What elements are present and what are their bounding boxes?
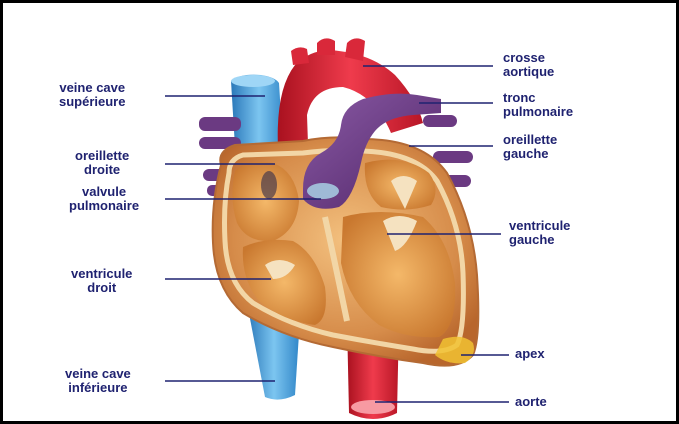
label-line: gauche	[509, 232, 555, 247]
label-line: aorte	[515, 394, 547, 409]
label-line: droit	[87, 280, 117, 295]
septum-shape	[322, 216, 350, 322]
label-oreillette-droite: oreillette droite	[75, 149, 129, 177]
label-crosse-aortique: crosse aortique	[503, 51, 554, 79]
leader-lines	[165, 65, 509, 403]
label-veine-cave-inferieure: veine cave inférieure	[65, 367, 131, 395]
label-tronc-pulmonaire: tronc pulmonaire	[503, 91, 573, 119]
label-line: crosse	[503, 50, 545, 65]
label-line: ventricule	[71, 266, 133, 281]
label-line: oreillette	[75, 148, 130, 163]
label-line: aortique	[503, 64, 555, 79]
label-veine-cave-superieure: veine cave supérieure	[59, 81, 125, 109]
label-line: supérieure	[59, 94, 126, 109]
label-line: oreillette	[503, 132, 558, 147]
label-line: veine cave	[65, 366, 131, 381]
label-line: pulmonaire	[69, 198, 140, 213]
label-oreillette-gauche: oreillette gauche	[503, 133, 557, 161]
label-line: pulmonaire	[503, 104, 574, 119]
label-valvule-pulmonaire: valvule pulmonaire	[69, 185, 139, 213]
heart-illustration	[165, 38, 509, 419]
label-line: veine cave	[59, 80, 126, 95]
label-aorte: aorte	[515, 395, 547, 409]
label-apex: apex	[515, 347, 545, 361]
label-line: droite	[84, 162, 121, 177]
aortic-arch-shape	[277, 38, 423, 173]
label-line: inférieure	[68, 380, 128, 395]
label-ventricule-gauche: ventricule gauche	[509, 219, 570, 247]
label-line: apex	[515, 346, 545, 361]
label-line: valvule	[81, 184, 127, 199]
label-line: gauche	[503, 146, 549, 161]
left-atrium-chamber	[364, 159, 436, 210]
label-ventricule-droit: ventricule droit	[71, 267, 132, 295]
right-ventricle-chamber	[242, 239, 326, 325]
label-line: ventricule	[509, 218, 571, 233]
pulmonary-trunk-shape	[303, 93, 457, 209]
right-atrium-chamber	[232, 162, 299, 242]
label-line: tronc	[503, 90, 536, 105]
